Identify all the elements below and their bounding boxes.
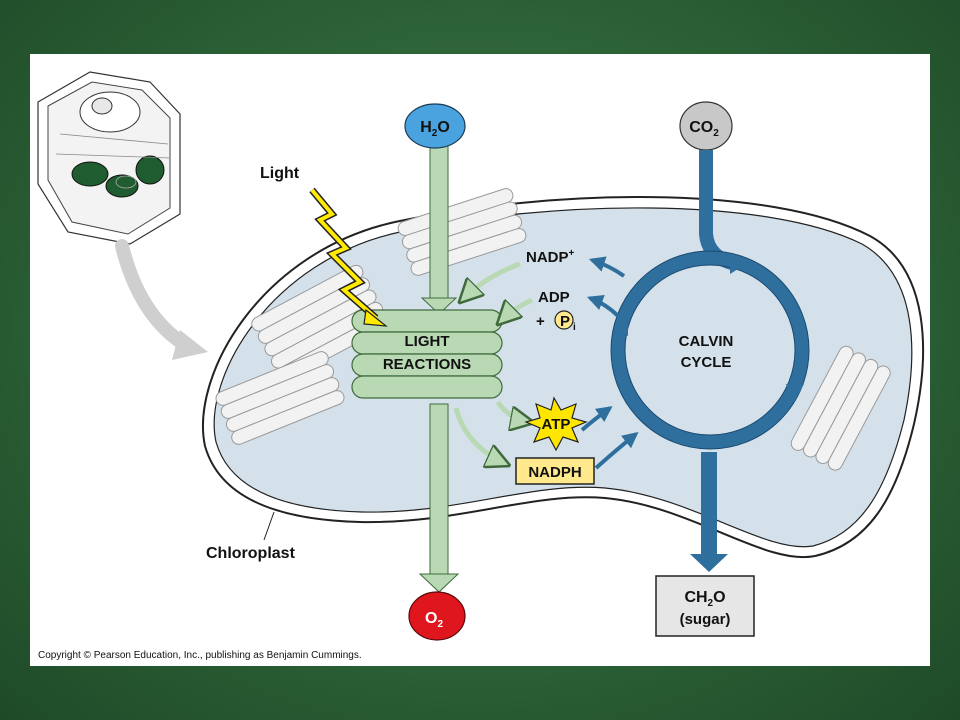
light-reactions-label-1: LIGHT [405,333,450,350]
oxygen-circle [408,591,466,641]
atp-label: ATP [542,416,571,433]
light-reactions-label-2: REACTIONS [383,356,471,373]
light-to-nadph-arrow [453,407,506,464]
oxygen-label: O2 [425,610,443,630]
light-label: Light [260,165,300,182]
lightning-head [363,308,388,327]
cycle-to-adp-arrow [587,295,620,318]
atp-to-cycle-arrow [580,406,613,432]
nadph-box [515,457,595,485]
water-label: H2O [420,119,450,139]
thylakoid-stack-left-lower [215,351,345,445]
nadp-to-light-arrow [462,261,521,300]
calvin-label-1: CALVIN [679,333,734,350]
atp-star [524,396,588,452]
calvin-arrowhead-left [614,316,628,336]
sugar-arrow-head [690,554,728,572]
nadph-label: NADPH [528,464,581,481]
slide: LIGHT REACTIONS H2O CO2 CALVIN CYCLE CH2… [30,54,930,666]
chloroplast-label: Chloroplast [206,545,296,562]
adp-label: ADP [538,289,570,306]
calvin-ring-inner-outline [624,264,796,436]
calvin-cycle-ring [611,251,809,449]
water-arrow-head [420,297,458,315]
light-reactions-stack [351,309,503,399]
pi-circle [554,310,574,330]
water-arrow-shaft [429,141,449,301]
cycle-to-nadp-arrow [588,256,626,278]
calvin-arrowhead-right [786,384,804,402]
nadp-label: NADP+ [526,248,575,266]
sugar-label-2: (sugar) [680,611,731,628]
co2-label: CO2 [689,119,719,139]
sugar-label-1: CH2O [684,589,725,609]
plant-cell-icon [37,71,181,245]
photosynthesis-diagram: LIGHT REACTIONS H2O CO2 CALVIN CYCLE CH2… [37,71,924,641]
sugar-arrow-shaft [701,452,717,556]
oxygen-arrow-head [418,573,460,593]
copyright-notice: Copyright © Pearson Education, Inc., pub… [38,650,362,661]
calvin-ring-outline [610,250,810,450]
sugar-box [655,575,755,637]
calvin-label-2: CYCLE [681,354,732,371]
light-to-atp-arrow [495,400,530,422]
water-circle [404,103,466,149]
chloroplast-pointer [263,511,275,541]
stroma [213,207,913,548]
pi-plus: + [536,313,545,330]
calvin-arrowhead-top [730,256,746,274]
oxygen-arrow-shaft [429,403,449,577]
adp-to-light-arrow [500,297,534,322]
nadph-to-cycle-arrow [594,432,639,470]
thylakoid-stack-right [790,345,891,471]
zoom-arrow-head [172,330,208,360]
lightning-bolt-fill [310,188,378,320]
